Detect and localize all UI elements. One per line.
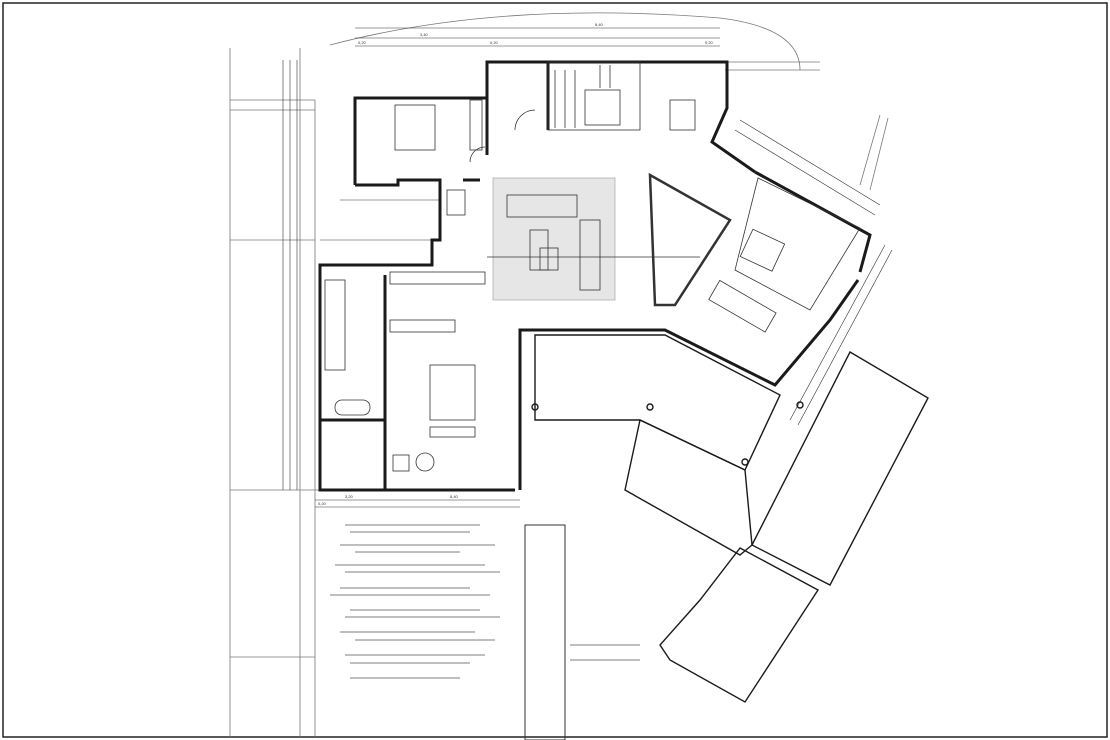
dim-label: 3,20	[345, 494, 354, 499]
bathtub	[334, 399, 371, 416]
dim-label: 0,20	[358, 40, 367, 45]
living-room-rug	[492, 177, 616, 301]
bed-upper	[394, 104, 436, 151]
terrace-structures	[531, 334, 929, 703]
pool	[524, 524, 566, 740]
interior-lines	[324, 61, 861, 472]
dim-label: 8,40	[450, 494, 459, 499]
dim-label: 0,20	[490, 40, 499, 45]
dim-label: 8,40	[595, 22, 604, 27]
bed-lower	[429, 364, 476, 421]
dim-label: 3,40	[420, 32, 429, 37]
stair	[547, 61, 641, 131]
dim-label: 0,20	[705, 40, 714, 45]
dimension-text: 0,20 3,40 8,40 0,20 0,20 3,20 8,40 0,20	[318, 22, 714, 506]
dimension-lines	[282, 27, 893, 508]
garden-stripes	[330, 524, 640, 679]
dim-label: 0,20	[318, 501, 327, 506]
